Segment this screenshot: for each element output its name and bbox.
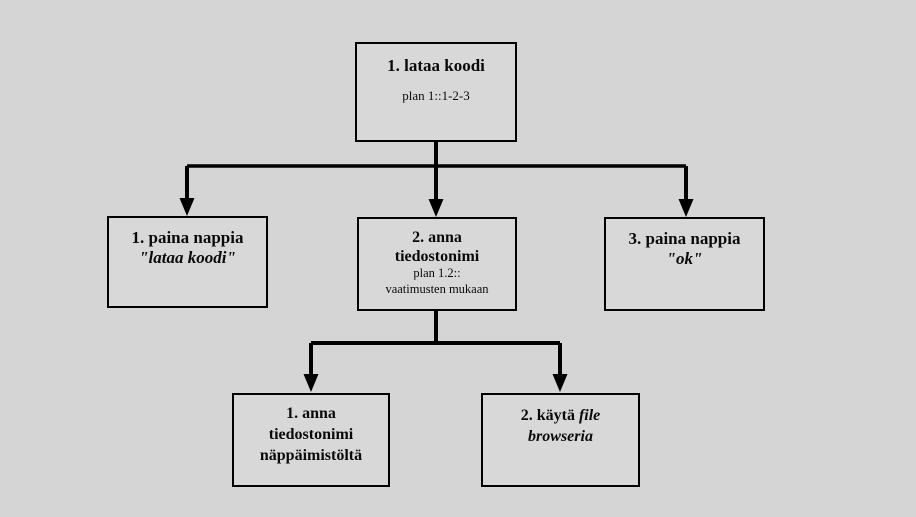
node-line2: browseria — [528, 427, 593, 445]
node-plan-annotation-line1: plan 1.2:: — [413, 266, 461, 281]
arrowhead-browser — [552, 374, 568, 392]
node-plan-annotation: plan 1::1-2-3 — [402, 88, 470, 104]
node-paina-nappia-lataa-koodi: 1. paina nappia "lataa koodi" — [107, 216, 268, 308]
node-button-quote: "lataa koodi" — [139, 248, 236, 268]
node-title-line2: tiedostonimi — [394, 248, 480, 266]
arrowhead-press-ok — [678, 199, 694, 217]
node-lataa-koodi: 1. lataa koodi plan 1::1-2-3 — [355, 42, 517, 142]
arrowheads-level1 — [179, 198, 694, 217]
node-title-line1: 2. anna — [412, 229, 462, 246]
node-line1: 1. anna — [286, 405, 336, 422]
node-paina-nappia-ok: 3. paina nappia "ok" — [604, 217, 765, 311]
node-plan-annotation-line2: vaatimusten mukaan — [385, 282, 489, 296]
node-anna-tiedostonimi: 2. anna tiedostonimi plan 1.2:: vaatimus… — [357, 217, 517, 311]
arrowhead-press-lataa — [179, 198, 195, 216]
edge-lines-level2 — [309, 311, 562, 375]
arrowheads-level2 — [303, 374, 568, 392]
edge-lines-level1 — [185, 142, 688, 200]
node-title: 3. paina nappia — [628, 229, 741, 248]
node-kayta-file-browseria: 2. käytä file browseria — [481, 393, 640, 487]
node-anna-tiedostonimi-nappaimistolta: 1. anna tiedostonimi näppäimistöltä — [232, 393, 390, 487]
node-line1: 2. käytä file — [483, 406, 638, 427]
node-line2: tiedostonimi — [268, 425, 354, 443]
node-button-quote: "ok" — [666, 249, 703, 269]
arrowhead-filename — [428, 199, 444, 217]
node-line1-regular: 2. käytä — [520, 407, 579, 424]
node-title: 1. lataa koodi — [387, 56, 485, 75]
arrowhead-keyboard — [303, 374, 319, 392]
node-title: 1. paina nappia — [131, 228, 244, 247]
node-line1-italic: file — [578, 407, 601, 424]
node-line3: näppäimistöltä — [259, 446, 363, 464]
